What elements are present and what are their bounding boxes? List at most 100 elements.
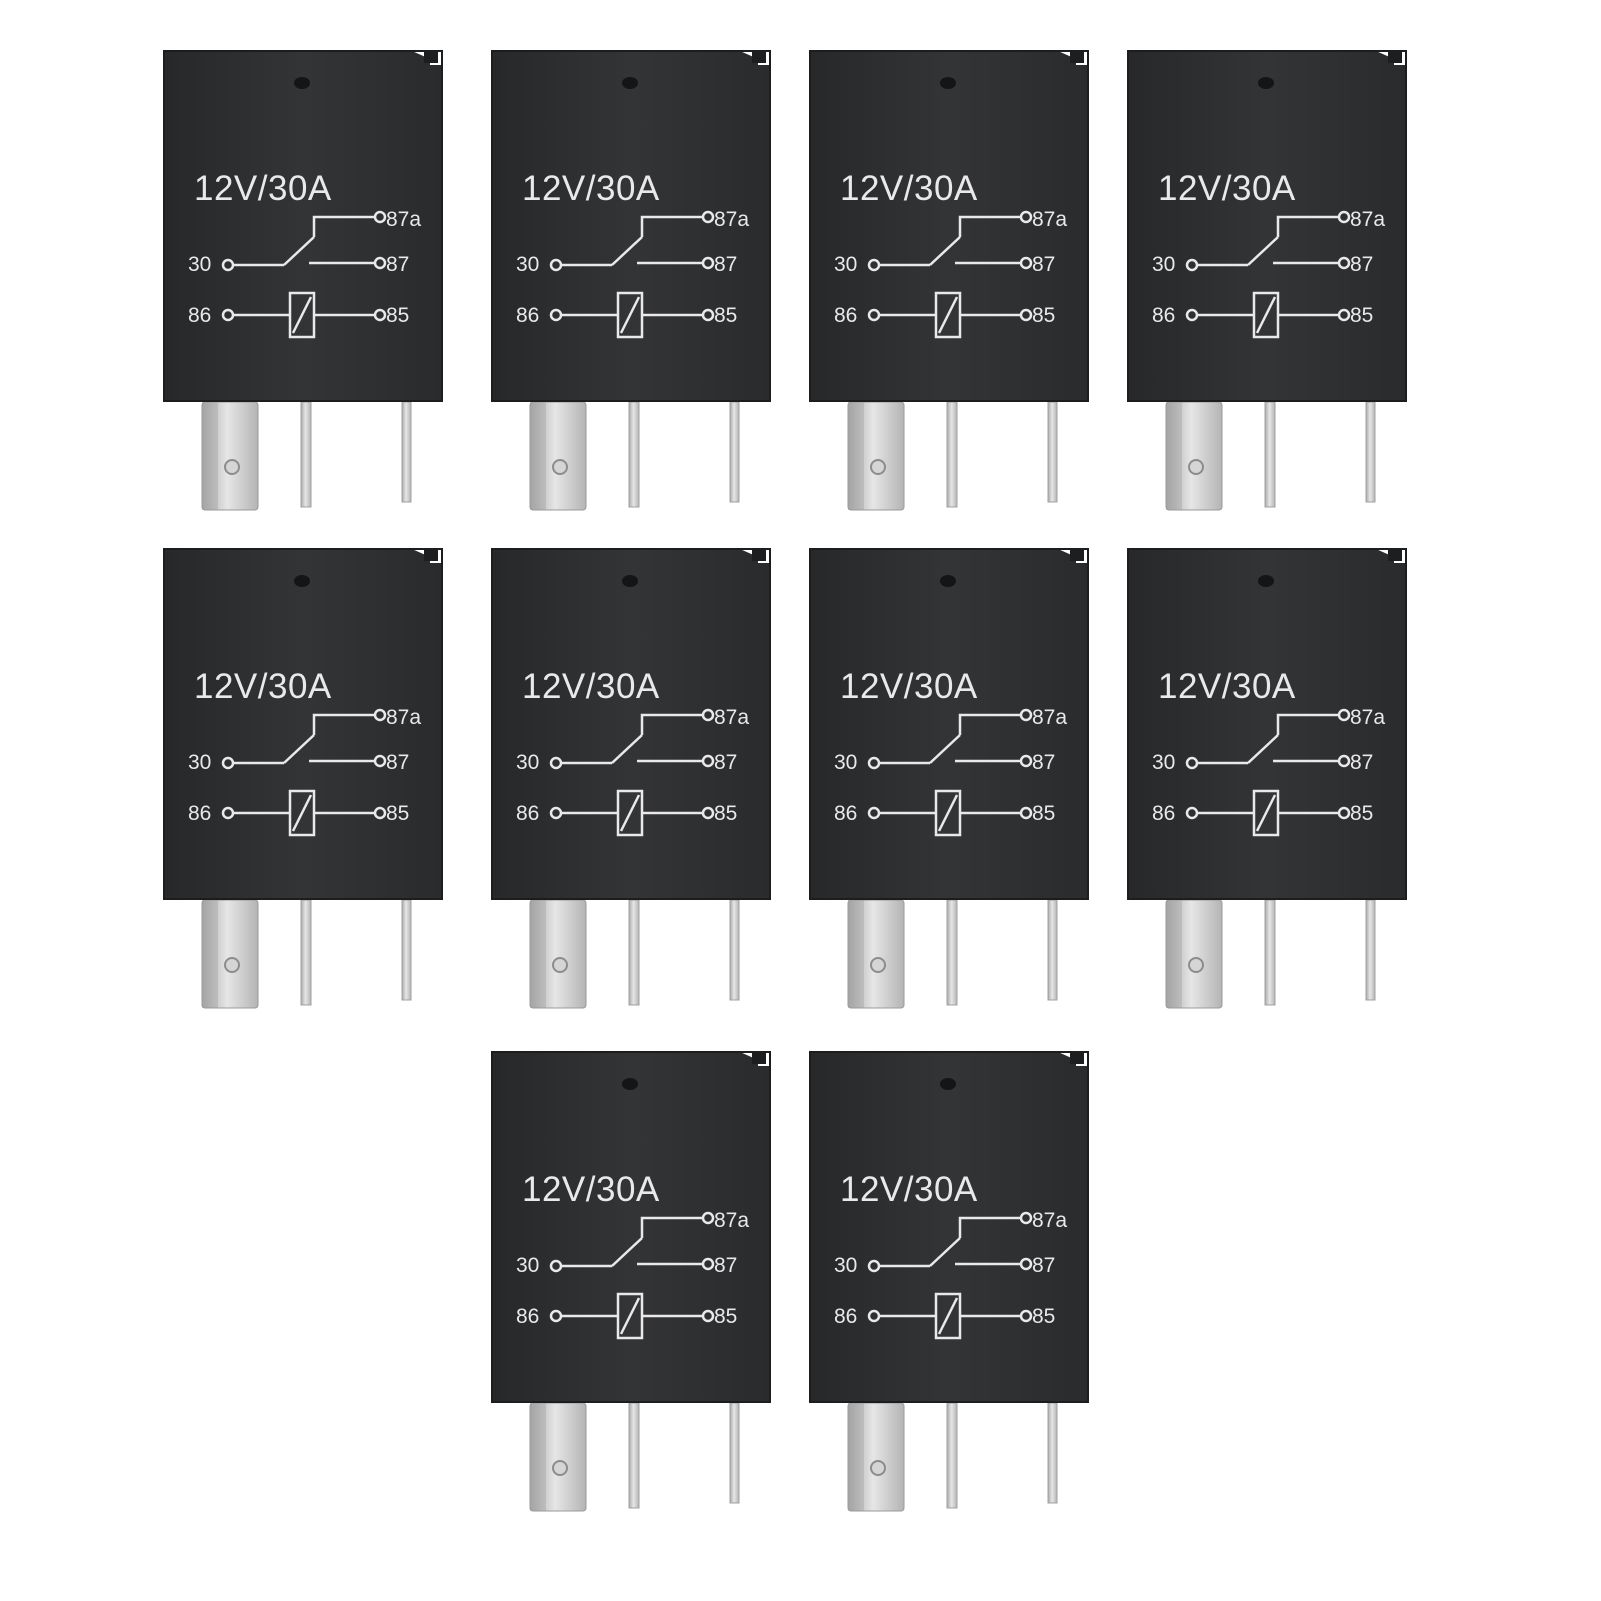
housing-vent-hole — [294, 575, 310, 587]
relay-terminals — [1165, 401, 1376, 511]
pin-87a-label: 87a — [1032, 706, 1068, 729]
thin-blade-terminal — [1264, 899, 1276, 1006]
terminal-87a-dot — [1019, 1211, 1033, 1225]
pin-30-label: 30 — [188, 253, 212, 276]
terminal-87a-dot — [701, 1211, 715, 1225]
terminal-30-dot — [549, 1259, 563, 1273]
relay-terminals — [1165, 899, 1376, 1009]
terminal-86-dot — [867, 308, 881, 322]
relay-terminals — [847, 401, 1058, 511]
pin-87-label: 87 — [714, 1254, 738, 1277]
pin-30-label: 30 — [834, 1254, 858, 1277]
terminal-87a-dot — [373, 210, 387, 224]
housing-latch — [752, 51, 766, 63]
terminal-hole — [224, 459, 240, 475]
thin-blade-terminal — [1047, 401, 1058, 503]
thin-blade-terminal — [946, 899, 958, 1006]
terminal-86-dot — [221, 308, 235, 322]
terminal-87a-dot — [1019, 210, 1033, 224]
relay-wiring-diagram — [221, 708, 387, 837]
thin-blade-terminal — [1047, 1402, 1058, 1504]
pin-87-label: 87 — [1032, 253, 1056, 276]
terminal-hole — [552, 459, 568, 475]
relay: 12V/30A 87a 87 85 30 86 — [490, 47, 790, 527]
pin-30-label: 30 — [188, 751, 212, 774]
terminal-86-dot — [1185, 308, 1199, 322]
thin-blade-terminal — [1047, 899, 1058, 1001]
pin-85-label: 85 — [1350, 304, 1374, 327]
terminal-30-dot — [549, 258, 563, 272]
pin-86-label: 86 — [516, 304, 540, 327]
switch-contact — [929, 1237, 961, 1267]
housing-vent-hole — [622, 77, 638, 89]
housing-vent-hole — [622, 1078, 638, 1090]
thin-blade-terminal — [729, 1402, 740, 1504]
pin-87a-label: 87a — [714, 1209, 750, 1232]
thin-blade-terminal — [946, 1402, 958, 1509]
switch-contact — [1247, 236, 1279, 266]
relay: 12V/30A 87a 87 85 30 86 — [808, 1048, 1108, 1528]
terminal-85-dot — [1337, 308, 1351, 322]
pin-86-label: 86 — [834, 1305, 858, 1328]
terminal-87a-dot — [373, 708, 387, 722]
thin-blade-terminal — [1365, 401, 1376, 503]
pin-86-label: 86 — [188, 304, 212, 327]
relay-rating-label: 12V/30A — [1158, 169, 1296, 208]
terminal-hole — [1188, 459, 1204, 475]
housing-vent-hole — [294, 77, 310, 89]
thin-blade-terminal — [1264, 401, 1276, 508]
relay: 12V/30A 87a 87 85 30 86 — [1126, 47, 1426, 527]
relay-rating-label: 12V/30A — [1158, 667, 1296, 706]
pin-87-label: 87 — [714, 253, 738, 276]
relay-wiring-diagram — [549, 708, 715, 837]
pin-86-label: 86 — [188, 802, 212, 825]
terminal-85-dot — [1337, 806, 1351, 820]
pin-30-label: 30 — [516, 751, 540, 774]
terminal-87-dot — [701, 1257, 715, 1271]
switch-contact — [283, 236, 315, 266]
pin-87-label: 87 — [386, 751, 410, 774]
terminal-86-dot — [867, 1309, 881, 1323]
pin-86-label: 86 — [834, 304, 858, 327]
relay-graphic — [809, 548, 1089, 1009]
terminal-hole — [870, 459, 886, 475]
pin-87a-label: 87a — [714, 706, 750, 729]
housing-latch — [1070, 549, 1084, 561]
terminal-30-dot — [867, 258, 881, 272]
relay-graphic — [491, 1051, 771, 1512]
terminal-86-dot — [1185, 806, 1199, 820]
relay-rating-label: 12V/30A — [522, 169, 660, 208]
pin-87-label: 87 — [1032, 751, 1056, 774]
terminal-86-dot — [549, 308, 563, 322]
housing-latch — [1388, 549, 1402, 561]
pin-85-label: 85 — [714, 1305, 738, 1328]
relay-graphic — [1127, 548, 1407, 1009]
terminal-hole — [552, 1460, 568, 1476]
relay-rating-label: 12V/30A — [840, 667, 978, 706]
relay: 12V/30A 87a 87 85 30 86 — [162, 545, 462, 1025]
terminal-85-dot — [701, 308, 715, 322]
terminal-30-dot — [221, 756, 235, 770]
terminal-85-dot — [373, 308, 387, 322]
pin-30-label: 30 — [1152, 751, 1176, 774]
terminal-87a-dot — [701, 708, 715, 722]
terminal-87-dot — [1019, 256, 1033, 270]
pin-87a-label: 87a — [386, 208, 422, 231]
switch-contact — [1247, 734, 1279, 764]
housing-latch — [424, 51, 438, 63]
terminal-30-dot — [1185, 756, 1199, 770]
relay-terminals — [201, 899, 412, 1009]
terminal-85-dot — [1019, 1309, 1033, 1323]
relay-wiring-diagram — [221, 210, 387, 339]
relay-wiring-diagram — [867, 708, 1033, 837]
thin-blade-terminal — [628, 1402, 640, 1509]
housing-vent-hole — [940, 575, 956, 587]
pin-87-label: 87 — [714, 751, 738, 774]
pin-87-label: 87 — [1032, 1254, 1056, 1277]
terminal-85-dot — [1019, 806, 1033, 820]
relay-graphic — [491, 50, 771, 511]
pin-30-label: 30 — [1152, 253, 1176, 276]
terminal-86-dot — [549, 1309, 563, 1323]
terminal-30-dot — [221, 258, 235, 272]
housing-latch — [1388, 51, 1402, 63]
